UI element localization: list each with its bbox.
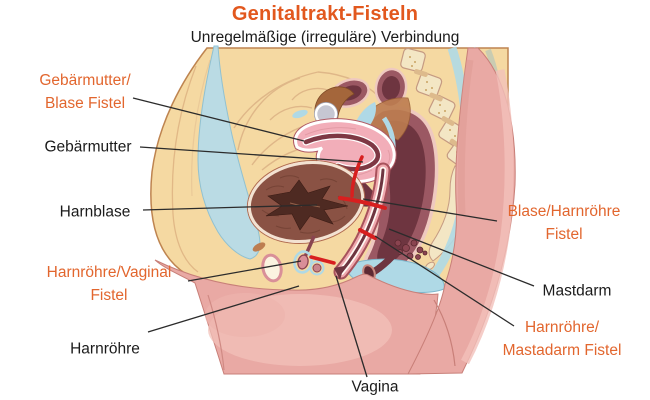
- label-blase-harnroehre-fistel: Blase/Harnröhre Fistel: [507, 202, 621, 243]
- leader-urethra-vaginal-fistula: [187, 260, 302, 282]
- pubic-symphysis-shape: [252, 242, 283, 283]
- label-mastdarm: Mastdarm: [542, 282, 612, 300]
- fistula-uterus-bladder: [350, 155, 364, 198]
- leader-uterus: [139, 146, 364, 163]
- fistula-marks: [309, 155, 387, 265]
- page-subtitle: Unregelmäßige (irreguläre) Verbindung: [190, 29, 460, 46]
- fistula-bladder-urethra: [338, 196, 387, 210]
- leader-uterus-bladder-fistula: [132, 97, 305, 142]
- bladder-shape: [246, 159, 366, 245]
- label-gebaermutter: Gebärmutter: [44, 138, 132, 156]
- leader-urethra: [147, 285, 300, 333]
- urethra-shape: [293, 235, 325, 276]
- label-gebaermutter-blase-fistel: Gebärmutter/ Blase Fistel: [39, 71, 131, 112]
- label-harnroehre: Harnröhre: [70, 340, 140, 358]
- leader-vagina: [335, 275, 368, 378]
- leader-lines: [132, 97, 535, 378]
- leader-bladder-urethra-fistula: [362, 198, 498, 222]
- thigh-shape: [154, 259, 439, 375]
- label-harnroehre-vaginal-fistel: Harnröhre/Vaginal Fistel: [46, 263, 172, 304]
- leader-bladder: [142, 204, 318, 211]
- vagina-shape: [333, 162, 391, 280]
- label-harnroehre-mastadarm-fistel: Harnröhre/ Mastadarm Fistel: [502, 318, 622, 359]
- label-vagina: Vagina: [351, 378, 399, 396]
- leader-rectum: [388, 228, 535, 287]
- page-title: Genitaltrakt-Fisteln: [231, 3, 419, 25]
- abdominal-wall-lines: [171, 59, 211, 273]
- label-harnblase: Harnblase: [59, 203, 131, 221]
- fistula-urethra-vaginal: [309, 255, 336, 265]
- fistula-urethra-rectum: [358, 228, 377, 240]
- leader-urethra-rectum-fistula: [374, 235, 515, 327]
- buttock-shape: [407, 47, 516, 375]
